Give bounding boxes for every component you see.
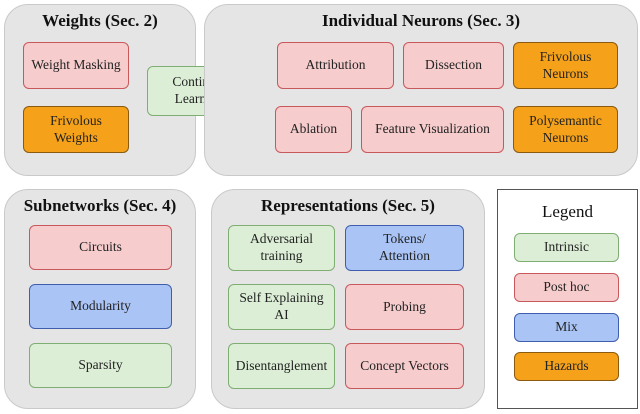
probing-box: Probing [345,284,464,330]
legend-mix: Mix [514,313,619,342]
legend-title: Legend [542,202,593,221]
frivolous-weights-box: Frivolous Weights [23,106,129,153]
self-explaining-ai-box: Self Explaining AI [228,284,335,330]
legend-hazards: Hazards [514,352,619,381]
disentanglement-box: Disentanglement [228,343,335,389]
sparsity-box: Sparsity [29,343,172,388]
polysemantic-neurons-box: Polysemantic Neurons [513,106,618,153]
circuits-box: Circuits [29,225,172,270]
modularity-box: Modularity [29,284,172,329]
legend-post-hoc: Post hoc [514,273,619,302]
feature-visualization-box: Feature Visualization [361,106,504,153]
frivolous-neurons-box: Frivolous Neurons [513,42,618,89]
tokens-attention-box: Tokens/ Attention [345,225,464,271]
concept-vectors-box: Concept Vectors [345,343,464,389]
adversarial-training-box: Adversarial training [228,225,335,271]
dissection-box: Dissection [403,42,504,89]
weights-title: Weights (Sec. 2) [42,11,158,30]
legend-intrinsic: Intrinsic [514,233,619,262]
attribution-box: Attribution [277,42,394,89]
subnetworks-title: Subnetworks (Sec. 4) [23,196,177,215]
representations-title: Representations (Sec. 5) [261,196,435,215]
ablation-box: Ablation [275,106,352,153]
weight-masking-box: Weight Masking [23,42,129,89]
neurons-title: Individual Neurons (Sec. 3) [321,11,521,30]
